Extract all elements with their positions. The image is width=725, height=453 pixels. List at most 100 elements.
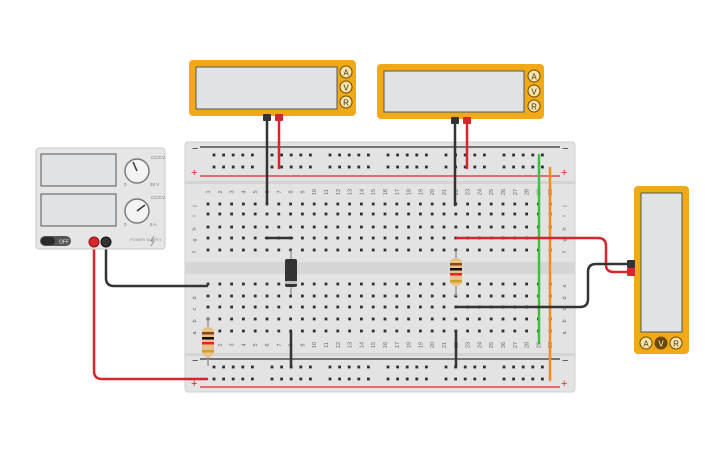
breadboard-hole[interactable] (407, 225, 410, 229)
breadboard-hole[interactable] (206, 202, 210, 206)
breadboard-hole[interactable] (525, 225, 528, 229)
breadboard-hole[interactable] (242, 202, 245, 206)
breadboard-hole[interactable] (383, 282, 387, 286)
breadboard-hole[interactable] (230, 236, 233, 240)
breadboard-hole[interactable] (383, 212, 387, 216)
breadboard-hole[interactable] (212, 165, 216, 169)
breadboard-hole[interactable] (312, 329, 316, 333)
breadboard-hole[interactable] (419, 225, 422, 229)
breadboard-hole[interactable] (396, 165, 399, 169)
breadboard-hole[interactable] (222, 165, 225, 169)
breadboard-hole[interactable] (206, 305, 210, 309)
positive-terminal[interactable] (88, 236, 100, 248)
breadboard-hole[interactable] (463, 153, 467, 157)
breadboard-hole[interactable] (289, 305, 292, 309)
breadboard-hole[interactable] (348, 294, 351, 298)
breadboard-hole[interactable] (525, 294, 528, 298)
wire-red[interactable] (455, 236, 630, 274)
breadboard-hole[interactable] (386, 165, 390, 169)
breadboard-hole[interactable] (489, 225, 493, 229)
breadboard-hole[interactable] (407, 282, 410, 286)
breadboard-hole[interactable] (466, 282, 469, 286)
breadboard-hole[interactable] (231, 153, 235, 157)
breadboard-hole[interactable] (386, 377, 390, 381)
breadboard-hole[interactable] (242, 329, 245, 333)
wire-black[interactable] (104, 240, 209, 288)
current-knob[interactable] (124, 198, 150, 224)
breadboard-hole[interactable] (336, 282, 340, 286)
multimeter-right[interactable]: A V R (627, 186, 689, 354)
breadboard-hole[interactable] (301, 317, 304, 321)
multimeter-top-right[interactable]: A V R (377, 64, 544, 124)
breadboard-hole[interactable] (360, 305, 363, 309)
breadboard-hole[interactable] (222, 377, 225, 381)
breadboard-hole[interactable] (218, 305, 222, 309)
breadboard-hole[interactable] (348, 305, 351, 309)
breadboard-hole[interactable] (299, 377, 303, 381)
breadboard-hole[interactable] (218, 294, 222, 298)
breadboard-hole[interactable] (371, 212, 375, 216)
breadboard-hole[interactable] (454, 225, 458, 229)
breadboard-hole[interactable] (502, 153, 506, 157)
breadboard-hole[interactable] (265, 282, 269, 286)
breadboard-hole[interactable] (270, 365, 274, 369)
breadboard-hole[interactable] (324, 225, 328, 229)
breadboard-hole[interactable] (280, 165, 283, 169)
breadboard-hole[interactable] (541, 365, 544, 369)
breadboard-hole[interactable] (513, 294, 517, 298)
breadboard-hole[interactable] (328, 377, 332, 381)
breadboard-hole[interactable] (206, 225, 210, 229)
breadboard-hole[interactable] (466, 212, 469, 216)
breadboard-hole[interactable] (521, 365, 525, 369)
breadboard-hole[interactable] (347, 377, 351, 381)
breadboard-hole[interactable] (242, 212, 245, 216)
breadboard-hole[interactable] (324, 202, 328, 206)
breadboard-hole[interactable] (531, 153, 535, 157)
breadboard-hole[interactable] (454, 212, 458, 216)
probe-terminal-black[interactable] (451, 117, 459, 124)
breadboard-hole[interactable] (425, 165, 428, 169)
breadboard-hole[interactable] (324, 329, 328, 333)
breadboard-hole[interactable] (312, 236, 316, 240)
breadboard-hole[interactable] (230, 212, 233, 216)
breadboard-hole[interactable] (501, 248, 505, 252)
breadboard-hole[interactable] (348, 329, 351, 333)
breadboard-hole[interactable] (218, 202, 222, 206)
breadboard-hole[interactable] (371, 225, 375, 229)
breadboard-hole[interactable] (312, 225, 316, 229)
breadboard-hole[interactable] (336, 236, 340, 240)
breadboard-hole[interactable] (277, 202, 281, 206)
breadboard-hole[interactable] (395, 225, 399, 229)
breadboard-hole[interactable] (383, 248, 387, 252)
breadboard-hole[interactable] (212, 365, 216, 369)
breadboard[interactable]: − + − + − + − + 112233445566778899101011… (184, 141, 576, 393)
breadboard-hole[interactable] (312, 212, 316, 216)
breadboard-hole[interactable] (396, 365, 399, 369)
breadboard-hole[interactable] (328, 165, 332, 169)
breadboard-hole[interactable] (489, 317, 493, 321)
breadboard-hole[interactable] (360, 225, 363, 229)
probe-terminal-red[interactable] (627, 268, 635, 276)
breadboard-hole[interactable] (277, 294, 281, 298)
breadboard-hole[interactable] (289, 202, 292, 206)
breadboard-hole[interactable] (301, 248, 304, 252)
breadboard-hole[interactable] (360, 236, 363, 240)
breadboard-hole[interactable] (419, 236, 422, 240)
breadboard-hole[interactable] (265, 294, 269, 298)
breadboard-hole[interactable] (442, 202, 446, 206)
breadboard-hole[interactable] (463, 377, 467, 381)
breadboard-hole[interactable] (277, 225, 281, 229)
breadboard-hole[interactable] (360, 329, 363, 333)
breadboard-hole[interactable] (265, 317, 269, 321)
breadboard-hole[interactable] (253, 317, 257, 321)
breadboard-hole[interactable] (242, 236, 245, 240)
breadboard-hole[interactable] (442, 225, 446, 229)
breadboard-hole[interactable] (206, 248, 210, 252)
breadboard-hole[interactable] (253, 225, 257, 229)
breadboard-hole[interactable] (312, 248, 316, 252)
breadboard-hole[interactable] (513, 317, 517, 321)
breadboard-hole[interactable] (242, 317, 245, 321)
breadboard-hole[interactable] (324, 212, 328, 216)
breadboard-hole[interactable] (336, 225, 340, 229)
